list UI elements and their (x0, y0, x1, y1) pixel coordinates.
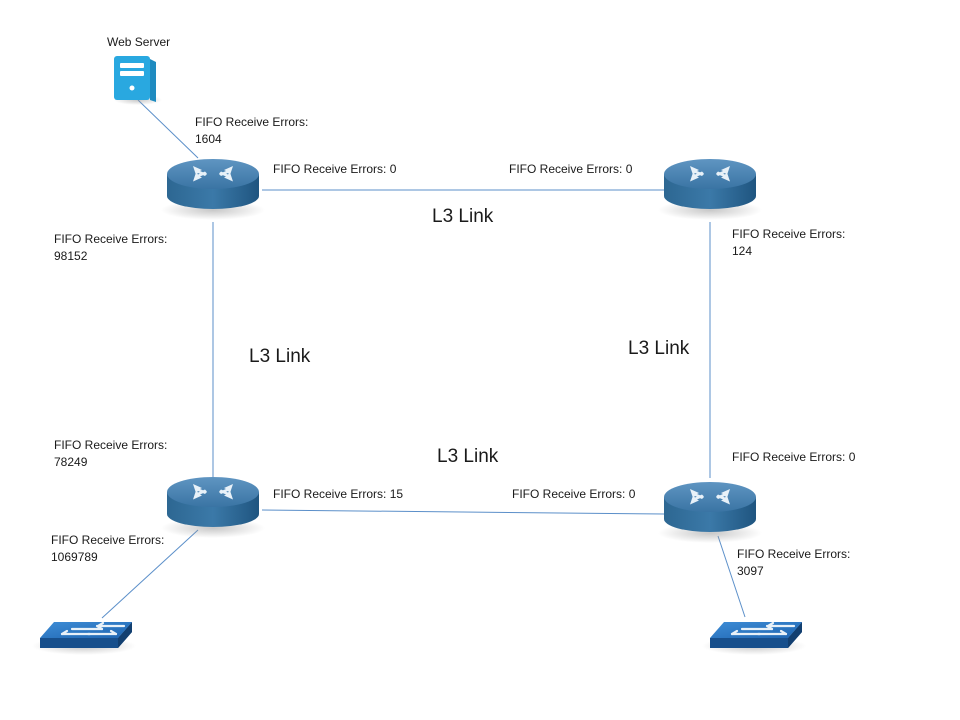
router-top-left-icon[interactable] (161, 159, 265, 220)
router-bottom-right-icon[interactable] (658, 482, 762, 543)
counter-r1-left: FIFO Receive Errors: 98152 (54, 232, 168, 263)
right-switch-uplink (717, 535, 746, 618)
link-bottom (261, 509, 666, 515)
web-server-icon[interactable] (114, 56, 162, 105)
counter-r4-switch: FIFO Receive Errors: 3097 (737, 547, 851, 578)
link-left-label: L3 Link (249, 346, 311, 367)
links (101, 99, 746, 619)
link-bottom-label: L3 Link (437, 446, 499, 467)
counter-r2-right: FIFO Receive Errors: 124 (732, 227, 846, 258)
left-switch-uplink (101, 529, 199, 619)
switch-left-icon[interactable] (30, 620, 138, 657)
counter-r4-right: FIFO Receive Errors: 0 (732, 450, 856, 464)
counter-r3-bottom: FIFO Receive Errors: 15 (273, 487, 404, 501)
server-uplink (137, 99, 199, 159)
counter-r2-top: FIFO Receive Errors: 0 (509, 162, 633, 176)
counter-r1-top: FIFO Receive Errors: 0 (273, 162, 397, 176)
switch-right-icon[interactable] (700, 620, 808, 657)
web-server-label: Web Server (107, 35, 171, 49)
router-bottom-left-icon[interactable] (161, 477, 265, 538)
link-right-label: L3 Link (628, 338, 690, 359)
counter-r1-server: FIFO Receive Errors: 1604 (195, 115, 309, 146)
counter-r4-bottom: FIFO Receive Errors: 0 (512, 487, 636, 501)
counter-r3-left: FIFO Receive Errors: 78249 (54, 438, 168, 469)
router-top-right-icon[interactable] (658, 159, 762, 220)
counter-r3-switch: FIFO Receive Errors: 1069789 (51, 533, 165, 564)
link-top-label: L3 Link (432, 206, 494, 227)
